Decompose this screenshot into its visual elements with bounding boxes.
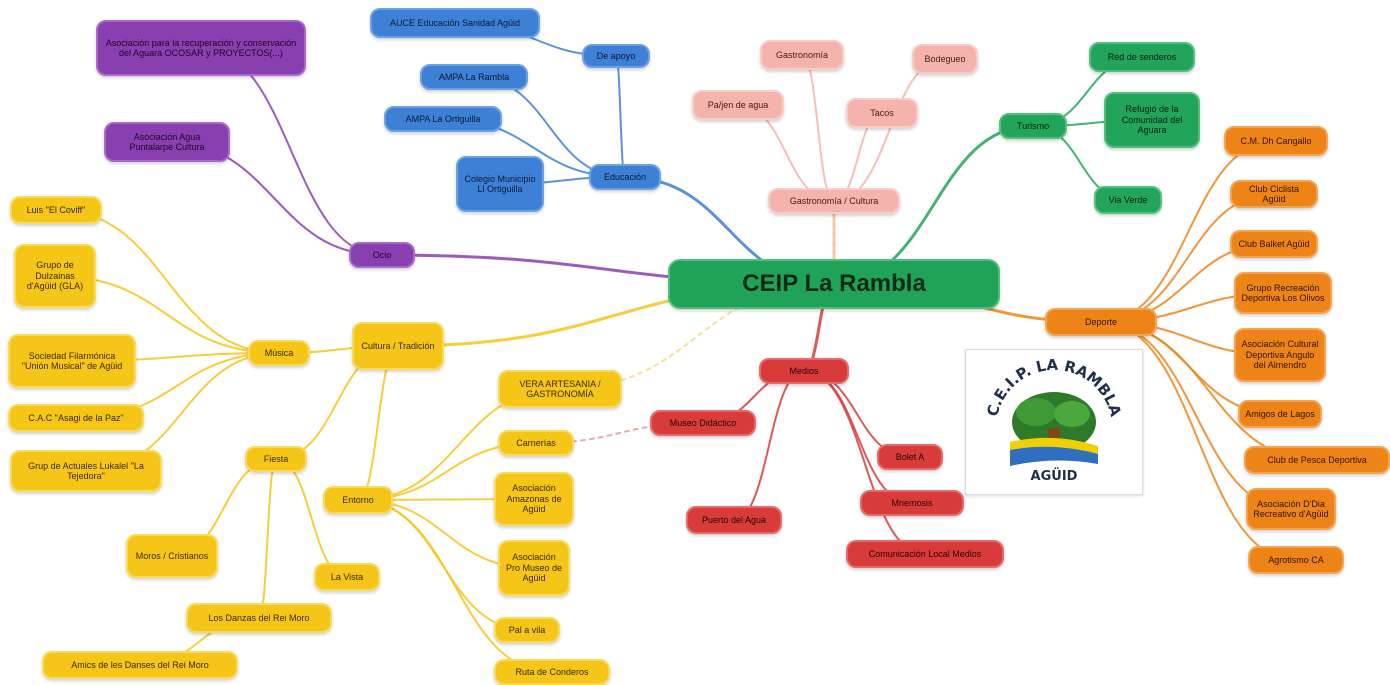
ocio-item-2[interactable]: Asociación Agua Puntalarpe Cultura bbox=[104, 122, 230, 162]
musica-item-3[interactable]: Sociedad Filarmónica "Unión Musical" de … bbox=[8, 334, 136, 388]
educacion-item-2[interactable]: AMPA La Rambla bbox=[420, 64, 528, 90]
deporte-node[interactable]: Deporte bbox=[1045, 308, 1157, 336]
connector-medios-node-to-medios-item-4 bbox=[803, 370, 913, 504]
connector-medios-node-to-medios-item-2 bbox=[733, 370, 805, 521]
cultura-tradicion-node[interactable]: Cultura / Tradición bbox=[352, 322, 444, 370]
gastronomia-cultura-node[interactable]: Gastronomía / Cultura bbox=[768, 188, 900, 214]
educacion-item-4[interactable]: Colegio Municipio Ll Ortiguilla bbox=[456, 156, 544, 212]
entorno-item-2[interactable]: Carnerías bbox=[498, 430, 574, 456]
fiesta-item-danzas[interactable]: Los Danzas del Rei Moro bbox=[186, 603, 332, 633]
deporte-item-8[interactable]: Asociación D'Dia Recreativo d'Agüid bbox=[1246, 488, 1336, 530]
turismo-item-2[interactable]: Refugio de la Comunidad del Aguara bbox=[1104, 92, 1200, 148]
educacion-item-1[interactable]: AUCE Educación Sanidad Agüid bbox=[370, 8, 540, 38]
svg-text:AGÜID: AGÜID bbox=[1031, 468, 1078, 484]
musica-node[interactable]: Música bbox=[248, 340, 310, 366]
entorno-item-1[interactable]: VERA ARTESANIA / GASTRONOMÍA bbox=[498, 370, 622, 408]
deporte-item-6[interactable]: Amigos de Lagos bbox=[1238, 400, 1322, 428]
de-apoyo-node[interactable]: De apoyo bbox=[582, 44, 650, 68]
gastronomia-item-1[interactable]: Gastronomía bbox=[760, 40, 844, 70]
ocio-item-1[interactable]: Asociación para la recuperación y conser… bbox=[96, 20, 306, 76]
fiesta-node[interactable]: Fiesta bbox=[245, 446, 307, 472]
turismo-item-3[interactable]: Via Verde bbox=[1094, 186, 1162, 214]
connector-gastronomia-cultura-node-to-gastronomia-item-1 bbox=[801, 54, 835, 202]
fiesta-item-amics[interactable]: Amics de les Danses del Rei Moro bbox=[42, 651, 238, 679]
deporte-item-2[interactable]: Club Ciclista Agüid bbox=[1230, 180, 1318, 208]
medios-item-4[interactable]: Mnemosis bbox=[860, 490, 964, 516]
deporte-item-3[interactable]: Club Balket Agüid bbox=[1230, 230, 1318, 258]
musica-item-1[interactable]: Luis "El Coviff" bbox=[10, 196, 102, 224]
medios-item-5[interactable]: Comunicación Local Medios bbox=[846, 540, 1004, 568]
musica-item-2[interactable]: Grupo de Dulzainas d'Agüid (GLA) bbox=[14, 244, 96, 308]
gastronomia-item-2[interactable]: Bodegueo bbox=[912, 44, 978, 74]
educacion-node[interactable]: Educación bbox=[589, 164, 661, 190]
connector-educacion-node-to-de-apoyo-node bbox=[615, 55, 626, 178]
turismo-item-1[interactable]: Red de senderos bbox=[1089, 42, 1195, 72]
medios-item-2[interactable]: Puerto del Agua bbox=[686, 506, 782, 534]
medios-node[interactable]: Medios bbox=[759, 358, 849, 384]
deporte-item-5[interactable]: Asociación Cultural Deportiva Angulo del… bbox=[1234, 328, 1326, 382]
connector-fiesta-node-to-fiesta-item-vista bbox=[275, 458, 348, 578]
school-logo-graphic: C.E.I.P. LA RAMBLA AGÜID bbox=[983, 356, 1125, 484]
educacion-item-3[interactable]: AMPA La Ortiguilla bbox=[384, 106, 502, 132]
musica-item-5[interactable]: Grup de Actuales Lukalel "La Tejedora" bbox=[10, 450, 162, 492]
connector-fiesta-node-to-fiesta-item-danzas bbox=[258, 458, 277, 619]
deporte-item-9[interactable]: Agrotismo CA bbox=[1248, 546, 1344, 574]
center-node[interactable]: CEIP La Rambla bbox=[668, 259, 1000, 309]
turismo-node[interactable]: Turismo bbox=[999, 113, 1067, 139]
school-logo: C.E.I.P. LA RAMBLA AGÜID bbox=[965, 349, 1143, 495]
fiesta-item-moros[interactable]: Moros / Cristianos bbox=[126, 534, 218, 578]
deporte-item-4[interactable]: Grupo Recreación Deportiva Los Olivos bbox=[1234, 272, 1332, 314]
deporte-item-1[interactable]: C.M. Dh Cangallo bbox=[1224, 126, 1328, 156]
entorno-item-6[interactable]: Ruta de Conderos bbox=[494, 659, 610, 685]
gastronomia-item-3[interactable]: Pa/jen de agua bbox=[692, 90, 784, 120]
deporte-item-7[interactable]: Club de Pesca Deportiva bbox=[1244, 446, 1390, 474]
entorno-node[interactable]: Entorno bbox=[323, 486, 393, 514]
entorno-item-5[interactable]: Pal a vila bbox=[494, 617, 560, 643]
musica-item-4[interactable]: C.A.C "Asagi de la Paz" bbox=[8, 404, 144, 432]
gastronomia-item-4[interactable]: Tacos bbox=[846, 98, 918, 128]
fiesta-item-vista[interactable]: La Vista bbox=[314, 563, 380, 591]
entorno-item-4[interactable]: Asociación Pro Museo de Agüid bbox=[498, 540, 570, 596]
ocio-node[interactable]: Ocio bbox=[349, 242, 415, 268]
entorno-item-3[interactable]: Asociación Amazonas de Agüid bbox=[494, 472, 574, 526]
medios-item-3[interactable]: Bolet A bbox=[877, 444, 943, 470]
medios-item-1[interactable]: Museo Didáctico bbox=[650, 410, 756, 436]
